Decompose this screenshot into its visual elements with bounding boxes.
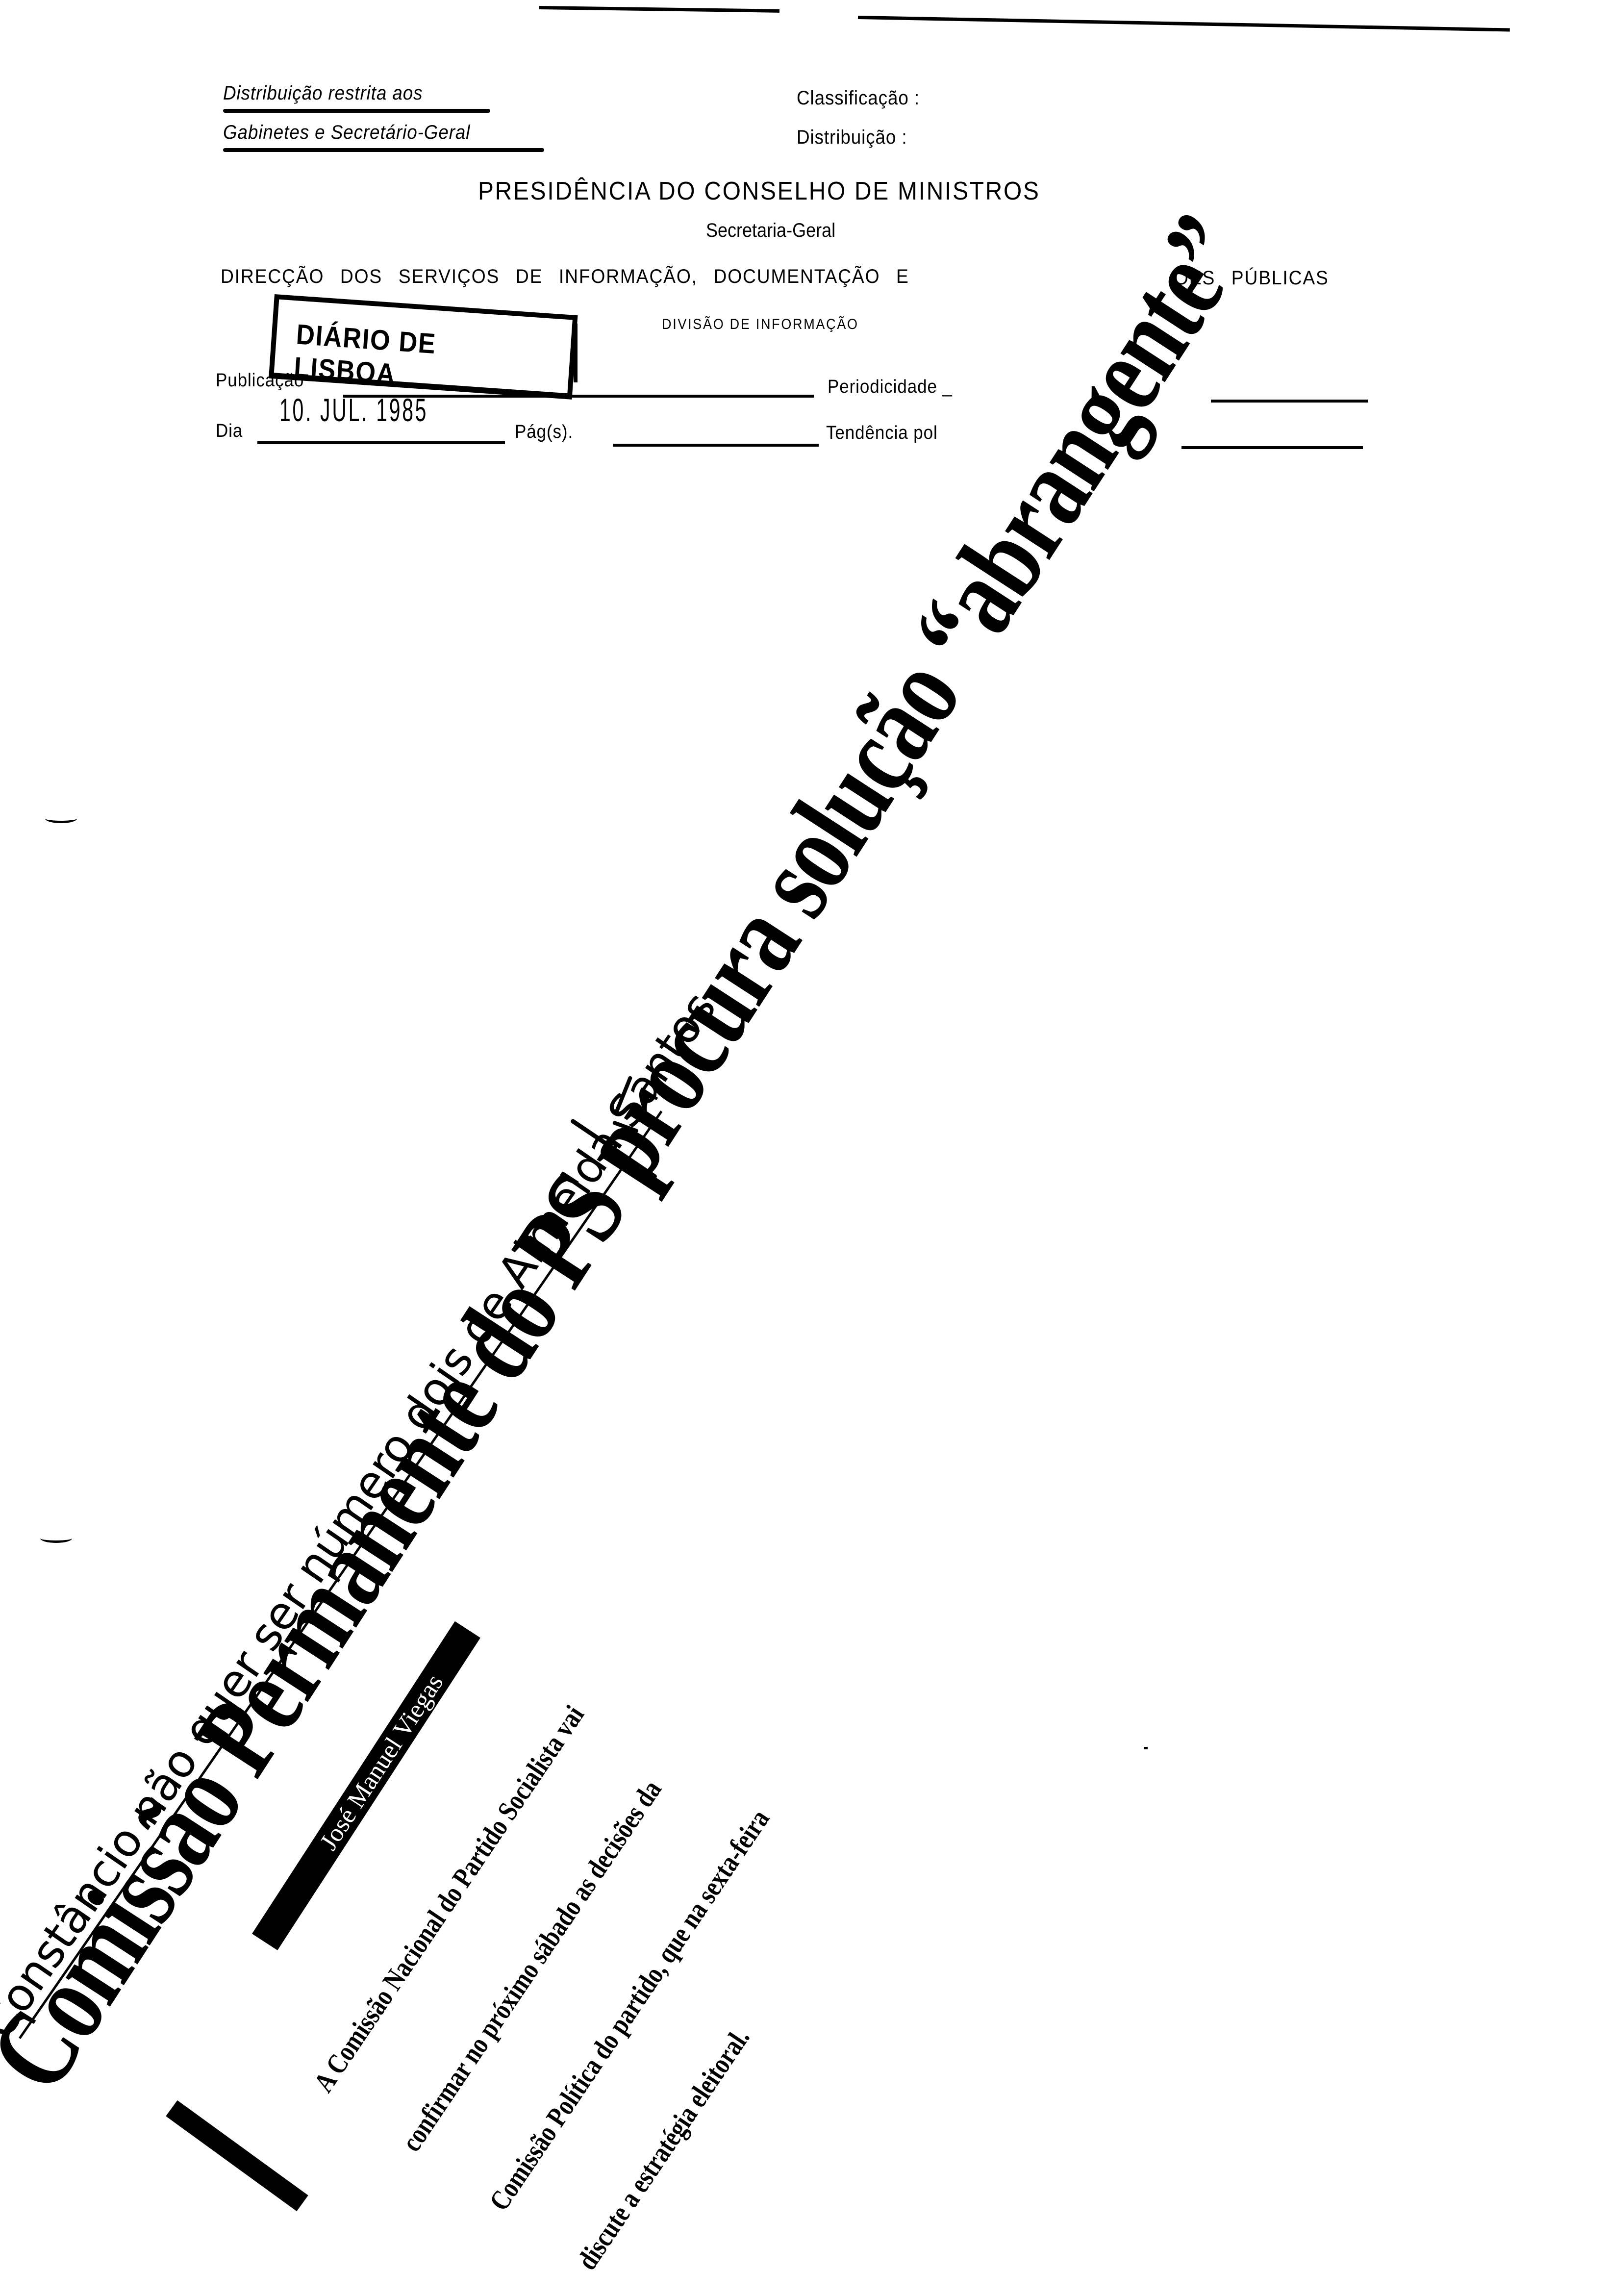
tendency-field-line xyxy=(1181,446,1363,449)
underline xyxy=(223,109,490,113)
periodicity-field-line xyxy=(1211,400,1368,403)
deck-line: discute a estratégia eleitoral. xyxy=(571,2022,756,2275)
periodicity-label: Periodicidade _ xyxy=(828,377,953,397)
tendency-label: Tendência pol xyxy=(826,423,938,443)
deck-line: Comissão Política do partido, que na sex… xyxy=(483,1803,776,2217)
pages-field-line xyxy=(613,444,819,447)
scan-edge-line xyxy=(539,6,780,13)
distribution-label: Distribuição : xyxy=(797,126,907,148)
directorate-line: DIRECÇÃO DOS SERVIÇOS DE INFORMAÇÃO, DOC… xyxy=(221,266,909,287)
punch-hole-mark xyxy=(45,814,77,823)
publication-field-line xyxy=(343,395,814,398)
division-label: DIVISÃO DE INFORMAÇÃO xyxy=(662,316,859,332)
classification-label: Classificação : xyxy=(797,87,920,109)
restricted-distribution-line-1: Distribuição restrita aos xyxy=(223,82,423,104)
stamp-publication-name: DIÁRIO DE LISBOA xyxy=(293,318,437,390)
stamp-border xyxy=(574,324,578,382)
scan-edge-line xyxy=(857,16,1510,32)
clipping-deck: A Comissão Nacional do Partido Socialist… xyxy=(248,1645,894,2296)
punch-hole-mark xyxy=(40,1534,72,1543)
directorate-line-end: ÕES PÚBLICAS xyxy=(1174,267,1329,289)
day-label: Dia xyxy=(216,421,243,441)
underline xyxy=(223,148,544,152)
deck-line: A Comissão Nacional do Partido Socialist… xyxy=(307,1699,590,2098)
publication-label: Publicação xyxy=(216,370,304,391)
institution-title: PRESIDÊNCIA DO CONSELHO DE MINISTROS xyxy=(478,177,1040,205)
deck-line: confirmar no próximo sábado as decisões … xyxy=(395,1774,668,2157)
speck xyxy=(1144,1747,1148,1749)
restricted-distribution-line-2: Gabinetes e Secretário-Geral xyxy=(223,122,471,143)
secretariat-subtitle: Secretaria-Geral xyxy=(706,220,836,241)
newspaper-stamp: DIÁRIO DE LISBOA xyxy=(269,294,578,400)
pages-label: Pág(s). xyxy=(515,422,574,442)
clipping-corner-mark xyxy=(166,2100,308,2212)
day-field-line xyxy=(257,441,505,444)
date-stamp: 10. JUL. 1985 xyxy=(279,392,428,428)
